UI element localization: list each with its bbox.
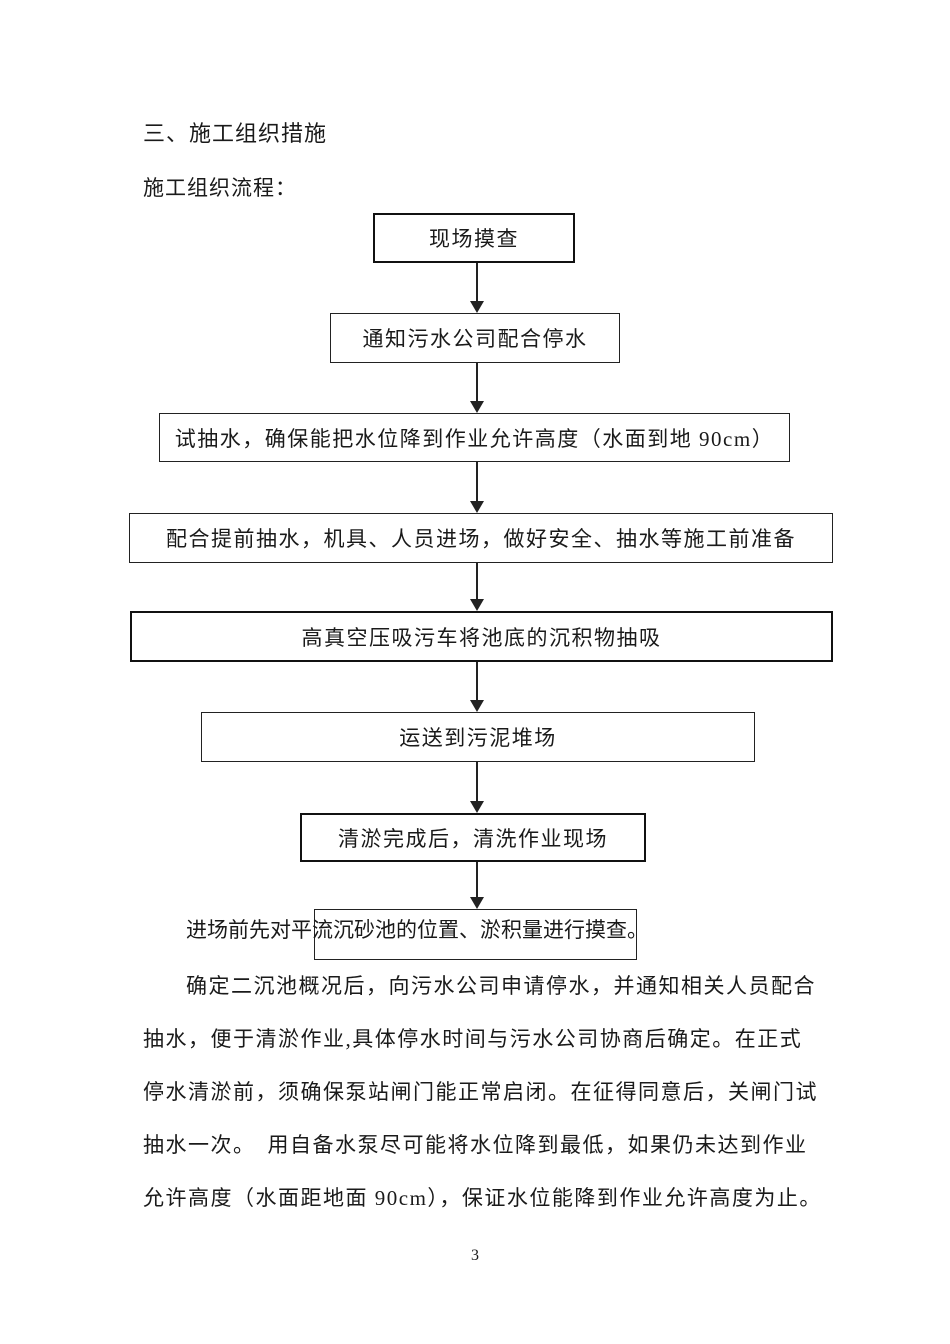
body-text-line: 确定二沉池概况后，向污水公司申请停水，并通知相关人员配合 xyxy=(186,974,816,998)
arrow-shaft xyxy=(476,662,478,701)
flow-arrow-down-icon xyxy=(470,462,484,513)
body-text-line: 允许高度（水面距地面 90cm），保证水位能降到作业允许高度为止。 xyxy=(143,1186,822,1210)
flow-arrow-down-icon xyxy=(470,263,484,313)
arrow-shaft xyxy=(476,862,478,898)
flowchart-box-label: 通知污水公司配合停水 xyxy=(362,327,588,351)
flowchart-box-site-survey: 现场摸查 xyxy=(373,213,575,263)
body-text-line: 抽水，便于清淤作业,具体停水时间与污水公司协商后确定。在正式 xyxy=(143,1027,803,1051)
flowchart-box-label: 现场摸查 xyxy=(429,227,519,251)
flowchart-box-site-cleanup: 清淤完成后，清洗作业现场 xyxy=(300,813,646,862)
arrowhead-icon xyxy=(470,301,484,313)
arrowhead-icon xyxy=(470,401,484,413)
flow-arrow-down-icon xyxy=(470,363,484,413)
flowchart-box-label: 配合提前抽水，机具、人员进场，做好安全、抽水等施工前准备 xyxy=(166,527,796,551)
flowchart-box-empty xyxy=(314,909,637,960)
flowchart-box-label: 高真空压吸污车将池底的沉积物抽吸 xyxy=(301,625,662,650)
arrow-shaft xyxy=(476,762,478,802)
arrow-shaft xyxy=(476,363,478,402)
arrow-shaft xyxy=(476,563,478,600)
flow-arrow-down-icon xyxy=(470,563,484,611)
body-text-line: 进场前先对平流沉砂池的位置、淤积量进行摸查。 xyxy=(186,918,648,942)
flowchart-box-trial-pumping: 试抽水，确保能把水位降到作业允许高度（水面到地 90cm） xyxy=(159,413,790,462)
flow-arrow-down-icon xyxy=(470,662,484,712)
arrowhead-icon xyxy=(470,501,484,513)
arrowhead-icon xyxy=(470,700,484,712)
arrow-shaft xyxy=(476,263,478,302)
arrowhead-icon xyxy=(470,897,484,909)
flow-arrow-down-icon xyxy=(470,762,484,813)
flowchart-box-label: 运送到污泥堆场 xyxy=(399,726,557,750)
section-heading: 三、施工组织措施 xyxy=(143,121,328,146)
flow-arrow-down-icon xyxy=(470,862,484,909)
flowchart-box-preparation: 配合提前抽水，机具、人员进场，做好安全、抽水等施工前准备 xyxy=(129,513,833,563)
arrowhead-icon xyxy=(470,801,484,813)
body-text-line: 抽水一次。 用自备水泵尽可能将水位降到最低，如果仍未达到作业 xyxy=(143,1133,808,1157)
flow-label: 施工组织流程： xyxy=(143,176,297,200)
flowchart-box-vacuum-suction: 高真空压吸污车将池底的沉积物抽吸 xyxy=(130,611,833,662)
flowchart-box-transport-sludge: 运送到污泥堆场 xyxy=(201,712,755,762)
body-text-line: 停水清淤前，须确保泵站闸门能正常启闭。在征得同意后，关闸门试 xyxy=(143,1080,818,1104)
page-number: 3 xyxy=(471,1247,479,1264)
flowchart-box-label: 试抽水，确保能把水位降到作业允许高度（水面到地 90cm） xyxy=(174,426,775,451)
arrow-shaft xyxy=(476,462,478,502)
arrowhead-icon xyxy=(470,599,484,611)
flowchart-box-notify-company: 通知污水公司配合停水 xyxy=(330,313,620,363)
flowchart-box-label: 清淤完成后，清洗作业现场 xyxy=(338,826,608,851)
